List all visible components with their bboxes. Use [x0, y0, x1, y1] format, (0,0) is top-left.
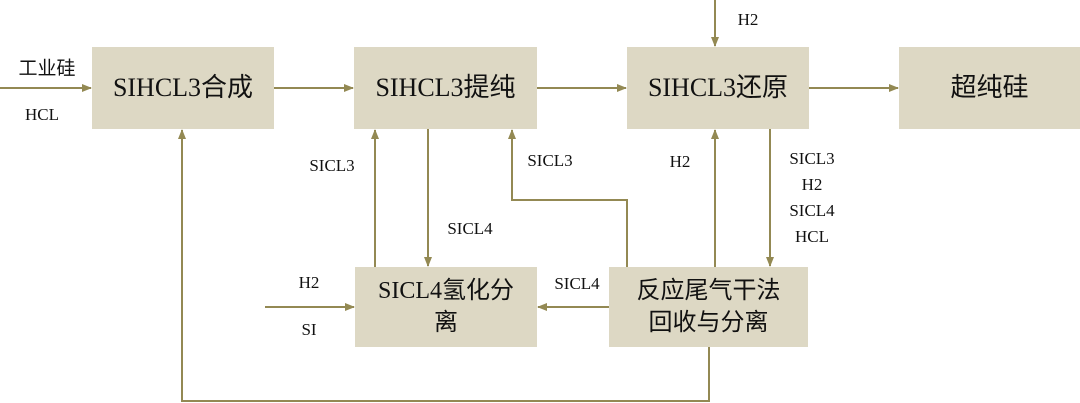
- label-sicl3-up: SICL3: [309, 156, 355, 175]
- label-sicl4: SICL4: [789, 201, 835, 220]
- arrow-sicl3-recycle: [508, 129, 628, 267]
- box-label: 超纯硅: [950, 73, 1029, 102]
- box-label-line2: 回收与分离: [648, 310, 769, 336]
- label-h2-up: H2: [669, 152, 691, 171]
- label-si-in: SI: [301, 320, 317, 339]
- label-h2: H2: [801, 175, 823, 194]
- box-tail-gas-recovery: 反应尾气干法 回收与分离: [609, 267, 808, 347]
- box-label: SIHCL3还原: [647, 73, 789, 102]
- label-hcl-in: HCL: [25, 105, 59, 124]
- box-label-line2: 离: [434, 310, 458, 336]
- box-sihcl3-reduction: SIHCL3还原: [627, 47, 809, 129]
- label-sicl4-down: SICL4: [447, 219, 493, 238]
- box-sicl4-hydrogenation: SICL4氢化分 离: [355, 267, 537, 347]
- label-sicl3: SICL3: [789, 149, 835, 168]
- box-label-line1: 反应尾气干法: [636, 278, 781, 304]
- label-h2-in: H2: [298, 273, 320, 292]
- label-reduction-outputs: SICL3 H2 SICL4 HCL: [789, 146, 834, 250]
- box-label-line1: SICL4氢化分: [377, 278, 514, 304]
- label-hcl: HCL: [795, 227, 829, 246]
- label-h2-top: H2: [737, 10, 759, 29]
- label-sicl4-left: SICL4: [554, 274, 600, 293]
- box-sihcl3-synthesis: SIHCL3合成: [92, 47, 274, 129]
- label-industrial-silicon: 工业硅: [18, 57, 76, 80]
- box-sihcl3-purification: SIHCL3提纯: [354, 47, 537, 129]
- box-label: SIHCL3合成: [112, 73, 254, 102]
- arrow-recycle-loop: [178, 129, 710, 402]
- label-sicl3-recycle: SICL3: [527, 151, 573, 170]
- box-ultrapure-silicon: 超纯硅: [899, 47, 1080, 129]
- box-label: SIHCL3提纯: [375, 73, 516, 102]
